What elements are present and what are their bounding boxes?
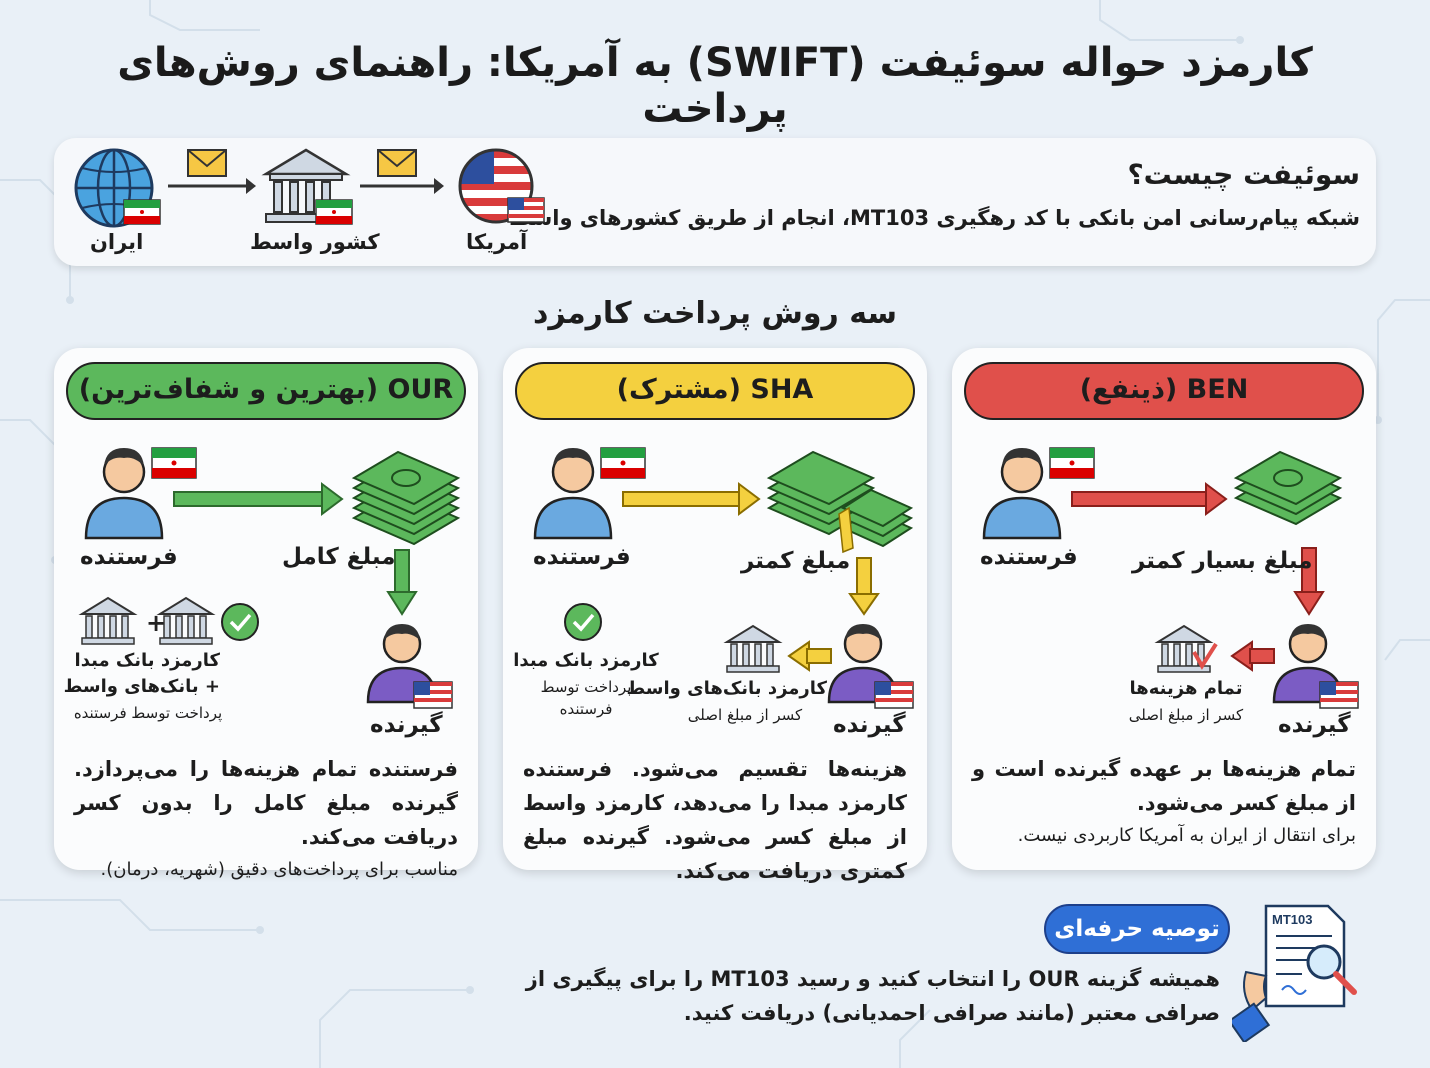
method-description: تمام هزینه‌ها بر عهده گیرنده است و از مب… xyxy=(972,752,1356,852)
envelope-icon xyxy=(187,149,227,177)
intro-description: شبکه پیام‌رسانی امن بانکی با کد رهگیری M… xyxy=(509,206,1360,230)
usa-flag-icon xyxy=(507,197,545,223)
method-card-ben: BEN (ذینفع) xyxy=(952,348,1376,870)
money-stack-icon xyxy=(766,450,914,554)
iran-flag-icon xyxy=(123,199,161,225)
money-stack-icon xyxy=(1233,450,1343,526)
iran-flag-icon xyxy=(315,199,353,225)
envelope-icon xyxy=(377,149,417,177)
arrow-right-icon xyxy=(622,482,761,516)
iran-flag-icon xyxy=(1049,447,1095,479)
fee-payer: پرداخت توسط فرستنده xyxy=(73,704,223,722)
fee-all-label: تمام هزینه‌ها xyxy=(1129,678,1243,699)
method-card-our: OUR (بهترین و شفاف‌ترین) xyxy=(54,348,478,880)
iran-flag-icon xyxy=(151,447,197,479)
description-text: هزینه‌ها تقسیم می‌شود. فرستنده کارمزد مب… xyxy=(523,757,907,883)
arrow-icon xyxy=(168,178,256,194)
ben-flow-diagram xyxy=(982,447,1359,709)
fee-origin-label: کارمزد بانک مبدا xyxy=(513,650,659,671)
sender-person-icon xyxy=(533,448,613,540)
arrow-icon xyxy=(360,178,444,194)
arrow-left-icon xyxy=(787,640,832,672)
check-circle-icon xyxy=(564,603,602,641)
receiver-label: گیرنده xyxy=(370,712,443,738)
description-note: برای انتقال از ایران به آمریکا کاربردی ن… xyxy=(1017,825,1356,846)
description-text: فرستنده تمام هزینه‌ها را می‌پردازد. گیرن… xyxy=(74,757,458,849)
description-text: تمام هزینه‌ها بر عهده گیرنده است و از مب… xyxy=(972,757,1356,815)
amount-label: مبلغ بسیار کمتر xyxy=(1132,548,1313,574)
pro-tip-text: همیشه گزینه OUR را انتخاب کنید و رسید MT… xyxy=(525,967,1220,1025)
bank-icon xyxy=(78,596,138,645)
receiver-label: گیرنده xyxy=(833,712,906,738)
amount-label: مبلغ کمتر xyxy=(741,548,851,574)
fee-intermediary-note: کسر از مبلغ اصلی xyxy=(687,706,803,724)
section-title: سه روش پرداخت کارمزد xyxy=(533,296,897,331)
method-card-sha: SHA (مشترک) xyxy=(503,348,927,883)
hand-icon xyxy=(1232,970,1271,1042)
flow-node-usa: آمریکا xyxy=(466,230,528,254)
arrow-down-icon xyxy=(848,557,880,616)
sender-person-icon xyxy=(982,448,1062,540)
fee-line-1: کارمزد بانک مبدا xyxy=(74,650,220,671)
usa-flag-icon xyxy=(874,681,914,709)
bank-icon xyxy=(261,148,351,223)
receiver-label: گیرنده xyxy=(1278,712,1351,738)
usa-flag-icon xyxy=(413,681,453,709)
page-title: کارمزد حواله سوئیفت (SWIFT) به آمریکا: ر… xyxy=(117,40,1313,132)
plus-icon: + xyxy=(146,609,166,637)
magnifier-icon xyxy=(1306,944,1357,995)
swift-flow-diagram xyxy=(74,148,545,228)
intro-question: سوئیفت چیست؟ xyxy=(1127,158,1360,191)
receipt-doc-label: MT103 xyxy=(1272,912,1312,927)
document-icon xyxy=(1264,904,1346,1008)
sender-label: فرستنده xyxy=(533,544,631,570)
pro-tip-badge: توصیه حرفه‌ای xyxy=(1044,904,1230,954)
sender-person-icon xyxy=(84,448,164,540)
arrow-down-icon xyxy=(386,549,418,616)
fee-all-note: کسر از مبلغ اصلی xyxy=(1128,706,1244,724)
sender-label: فرستنده xyxy=(80,544,178,570)
bank-icon xyxy=(1154,624,1218,673)
method-badge-our: OUR (بهترین و شفاف‌ترین) xyxy=(66,362,466,420)
receipt-magnifier-icon: MT103 xyxy=(1232,904,1357,1042)
fee-origin-payer-2: فرستنده xyxy=(559,700,613,718)
method-description: فرستنده تمام هزینه‌ها را می‌پردازد. گیرن… xyxy=(74,752,458,886)
flow-node-intermediary: کشور واسط xyxy=(250,230,380,254)
usa-flag-icon xyxy=(1319,681,1359,709)
iran-flag-icon xyxy=(600,447,646,479)
swift-intro-panel: سوئیفت چیست؟ شبکه پیام‌رسانی امن بانکی ب… xyxy=(54,138,1376,266)
method-badge-ben: BEN (ذینفع) xyxy=(964,362,1364,420)
bank-icon xyxy=(156,596,216,645)
sha-flow-diagram xyxy=(533,447,914,709)
fee-line-2: + بانک‌های واسط xyxy=(63,676,220,697)
flow-node-iran: ایران xyxy=(90,230,144,254)
check-circle-icon xyxy=(221,603,259,641)
receiver-person-icon xyxy=(827,624,899,704)
money-stack-icon xyxy=(351,450,461,546)
fee-intermediary-label: کارمزد بانک‌های واسط xyxy=(626,678,827,699)
description-note: مناسب برای پرداخت‌های دقیق (شهریه، درمان… xyxy=(100,859,458,880)
arrow-right-icon xyxy=(173,482,344,516)
our-flow-diagram: + xyxy=(78,447,461,709)
sender-label: فرستنده xyxy=(980,544,1078,570)
method-description: هزینه‌ها تقسیم می‌شود. فرستنده کارمزد مب… xyxy=(523,752,907,888)
method-badge-sha: SHA (مشترک) xyxy=(515,362,915,420)
bank-icon xyxy=(723,624,783,673)
arrow-right-icon xyxy=(1071,482,1228,516)
amount-label: مبلغ کامل xyxy=(282,544,396,570)
arrow-left-icon xyxy=(1230,640,1275,672)
arrow-down-icon xyxy=(1293,547,1325,616)
fee-origin-payer-1: پرداخت توسط xyxy=(540,678,632,696)
